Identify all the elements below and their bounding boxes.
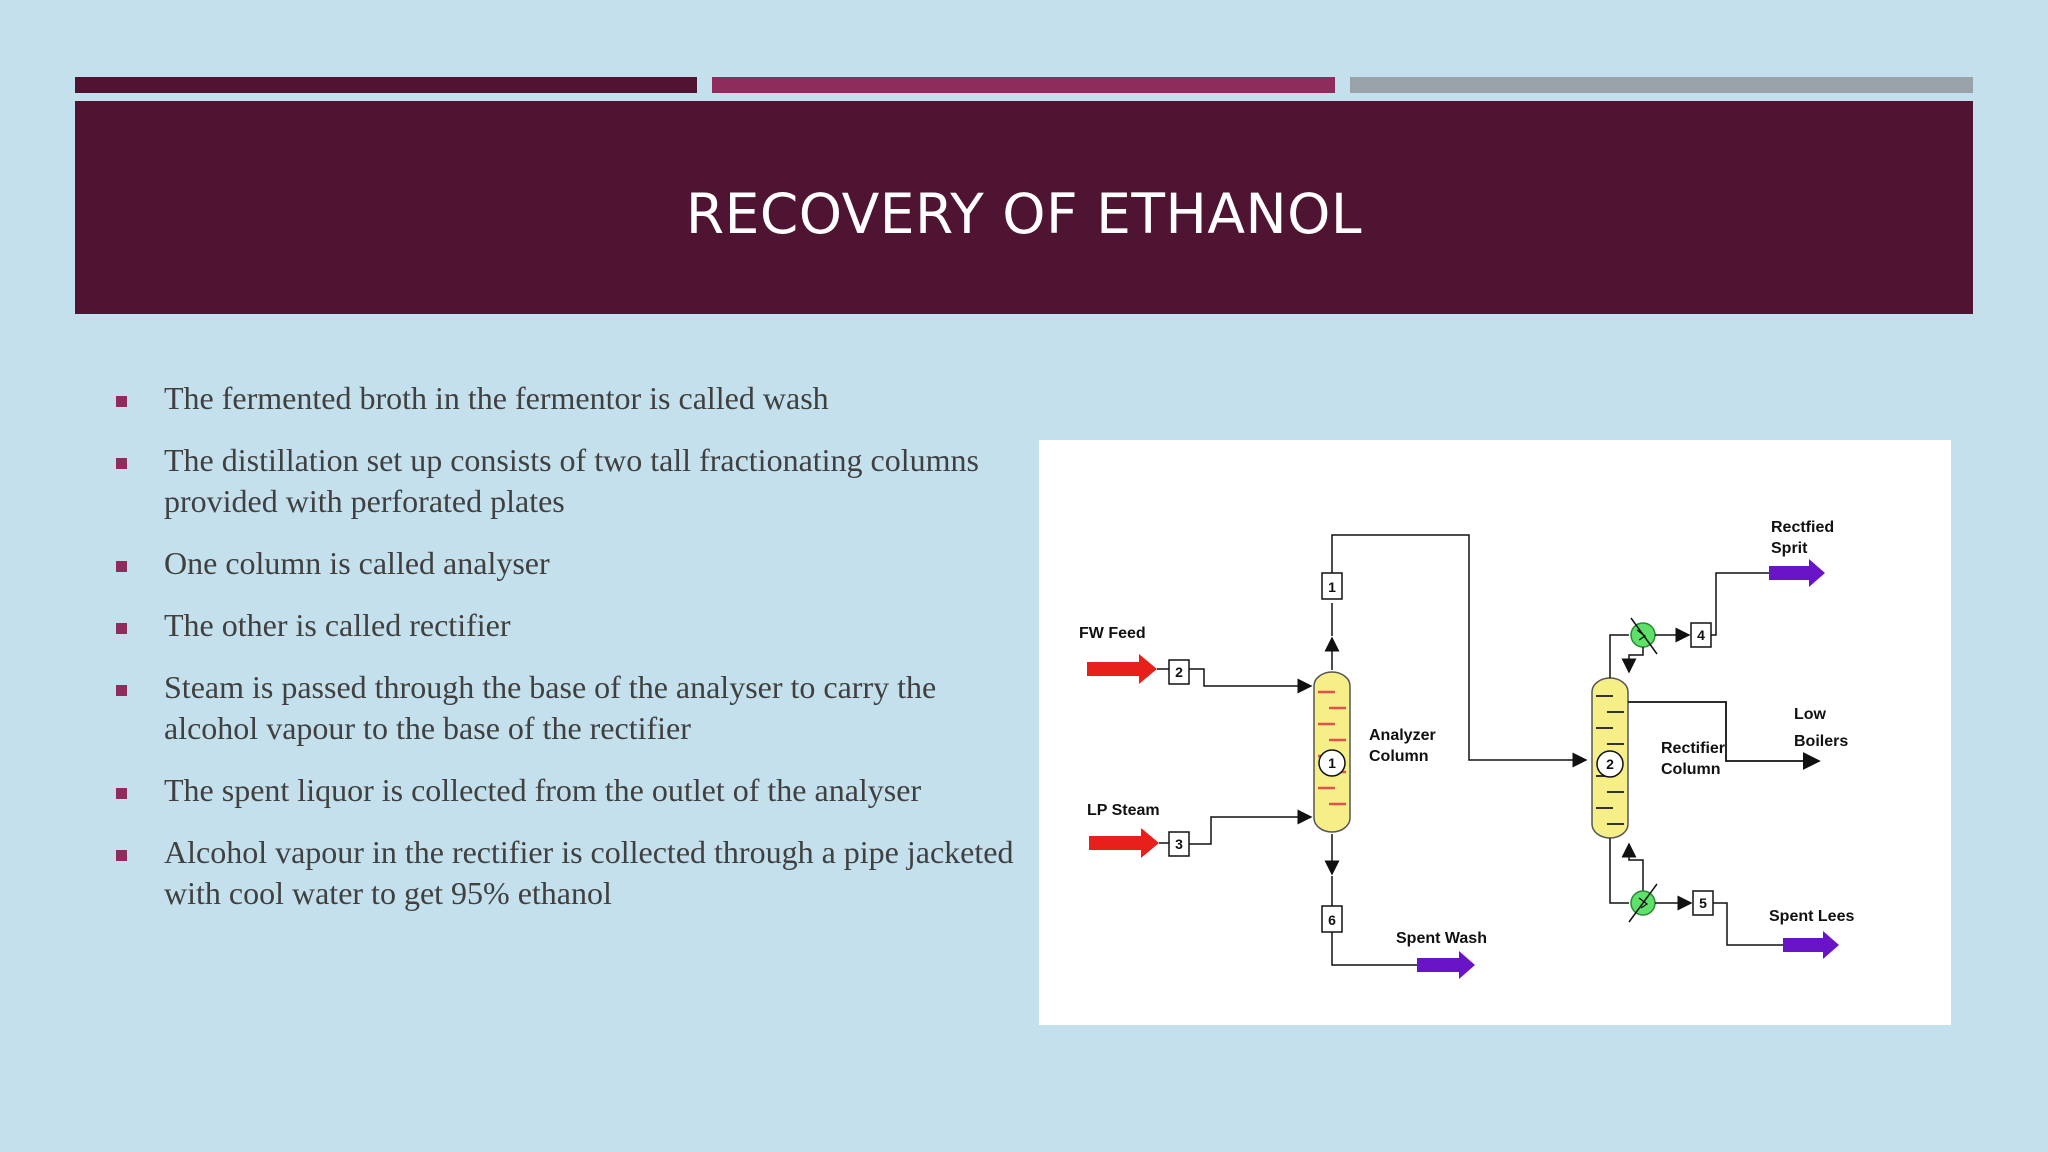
- bullet-text: Steam is passed through the base of the …: [164, 669, 937, 746]
- stream-number-4: 4: [1697, 627, 1705, 643]
- lp-steam-arrow-icon: [1089, 828, 1159, 858]
- analyzer-number: 1: [1328, 755, 1336, 771]
- stream-number-6: 6: [1328, 912, 1336, 928]
- spent-lees-label: Spent Lees: [1769, 908, 1854, 925]
- rectifier-number: 2: [1606, 756, 1614, 772]
- rectified-label-1: Rectfied: [1771, 519, 1834, 536]
- bullet-square-icon: [116, 788, 127, 799]
- accent-bar-2: [712, 77, 1335, 93]
- bullet-square-icon: [116, 685, 127, 696]
- bullet-text: One column is called analyser: [164, 545, 550, 581]
- accent-bar-3: [1350, 77, 1973, 93]
- title-band: RECOVERY OF ETHANOL: [75, 101, 1973, 314]
- spent-lees-arrow-icon: [1783, 931, 1839, 959]
- diagram-svg: FW Feed 2 LP Steam 3 1 Analyzer Column: [1079, 519, 1854, 979]
- rectified-label-2: Sprit: [1771, 540, 1808, 557]
- bullet-square-icon: [116, 561, 127, 572]
- stream-number-2: 2: [1175, 664, 1183, 680]
- bullet-list: The fermented broth in the fermentor is …: [110, 378, 1020, 935]
- bullet-text: Alcohol vapour in the rectifier is colle…: [164, 834, 1014, 911]
- bullet-item: The spent liquor is collected from the o…: [110, 770, 1020, 811]
- lp-steam-label: LP Steam: [1087, 802, 1160, 819]
- spent-wash-arrow-icon: [1417, 951, 1475, 979]
- stream-number-3: 3: [1175, 836, 1183, 852]
- stream-number-1: 1: [1328, 579, 1336, 595]
- bullet-text: The spent liquor is collected from the o…: [164, 772, 922, 808]
- stream-number-5: 5: [1699, 895, 1707, 911]
- bullet-square-icon: [116, 396, 127, 407]
- bullet-text: The fermented broth in the fermentor is …: [164, 380, 829, 416]
- bullet-item: One column is called analyser: [110, 543, 1020, 584]
- rectifier-label-1: Rectifier: [1661, 740, 1725, 757]
- bullet-item: Alcohol vapour in the rectifier is colle…: [110, 832, 1020, 914]
- distillation-diagram: FW Feed 2 LP Steam 3 1 Analyzer Column: [1039, 440, 1951, 1025]
- slide-title: RECOVERY OF ETHANOL: [685, 181, 1363, 246]
- fw-feed-label: FW Feed: [1079, 625, 1146, 642]
- analyzer-label-1: Analyzer: [1369, 727, 1436, 744]
- low-boilers-label-2: Boilers: [1794, 733, 1848, 750]
- accent-bar-1: [75, 77, 697, 93]
- analyzer-column-marker: [1318, 749, 1346, 777]
- bullet-item: The fermented broth in the fermentor is …: [110, 378, 1020, 419]
- stream-box-2: [1168, 659, 1190, 685]
- spent-wash-label: Spent Wash: [1396, 930, 1487, 947]
- bullet-square-icon: [116, 623, 127, 634]
- bullet-square-icon: [116, 458, 127, 469]
- analyzer-label-2: Column: [1369, 748, 1429, 765]
- bullet-square-icon: [116, 850, 127, 861]
- rectifier-label-2: Column: [1661, 761, 1721, 778]
- bullet-text: The other is called rectifier: [164, 607, 511, 643]
- low-boilers-label-1: Low: [1794, 706, 1827, 723]
- rectifier-column-marker: [1596, 750, 1624, 778]
- bullet-item: The other is called rectifier: [110, 605, 1020, 646]
- bullet-item: Steam is passed through the base of the …: [110, 667, 1020, 749]
- bullet-text: The distillation set up consists of two …: [164, 442, 979, 519]
- rectified-spirit-arrow-icon: [1769, 559, 1825, 587]
- bullet-item: The distillation set up consists of two …: [110, 440, 1020, 522]
- fw-feed-arrow-icon: [1087, 654, 1157, 684]
